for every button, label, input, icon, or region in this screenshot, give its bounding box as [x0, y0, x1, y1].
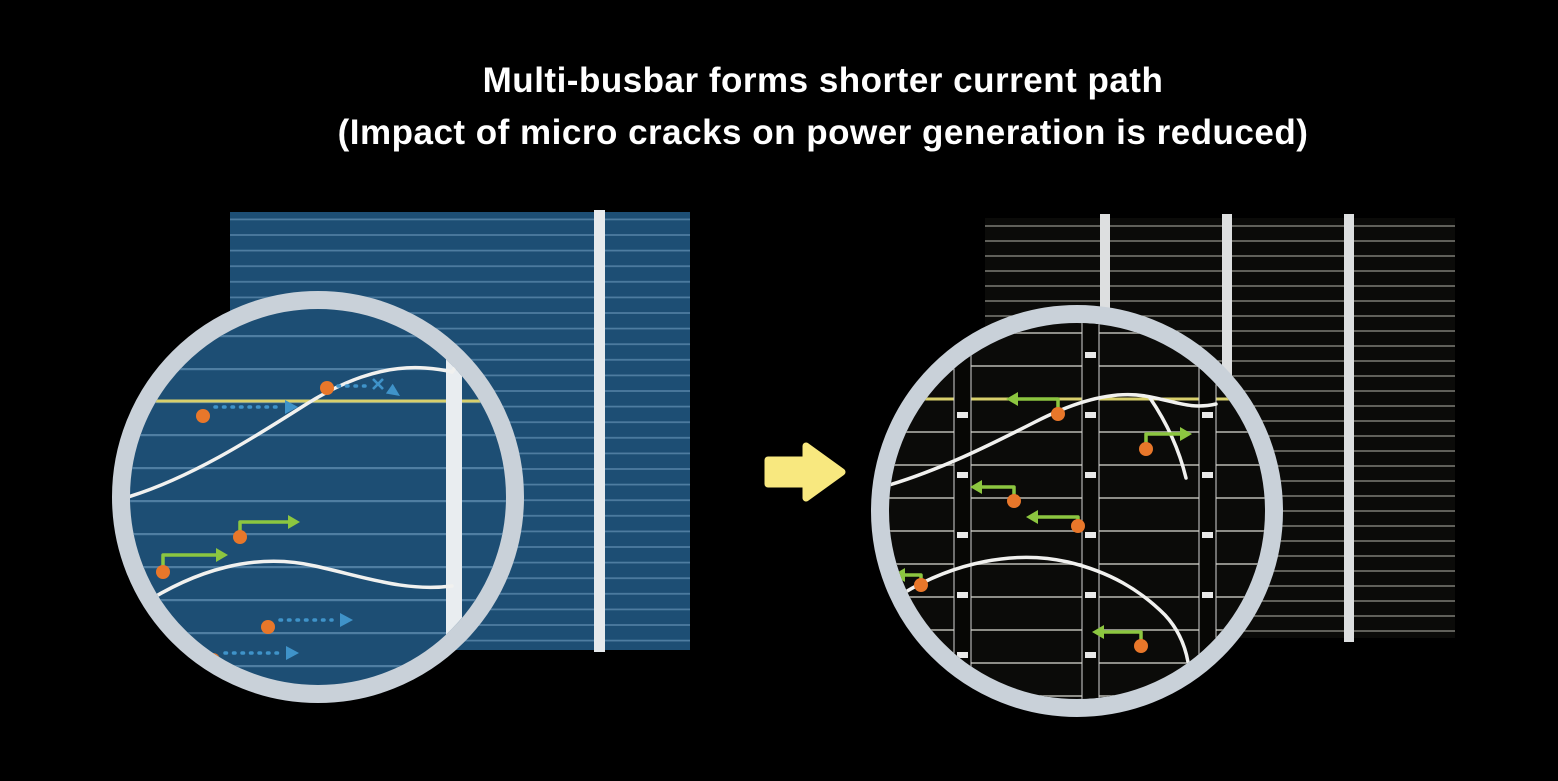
right-zoom-busbars — [953, 323, 1217, 699]
electron-dot-icon — [261, 620, 275, 634]
left-cell-busbar — [594, 210, 605, 652]
dashed-arrow-icon — [196, 400, 298, 423]
right-magnifier — [871, 305, 1283, 717]
diagram-title-line1: Multi-busbar forms shorter current path — [482, 61, 1164, 100]
electron-dot-icon — [1007, 494, 1021, 508]
electron-dot-icon — [1071, 519, 1085, 533]
elbow-arrow-icon — [970, 480, 1021, 508]
diagram-title-line2: (Impact of micro cracks on power generat… — [337, 113, 1309, 152]
elbow-arrow-icon — [1026, 510, 1085, 533]
electron-dot-icon — [1134, 639, 1148, 653]
electron-dot-icon — [320, 381, 334, 395]
electron-dot-icon — [196, 409, 210, 423]
crack-line-icon — [889, 392, 1218, 488]
elbow-arrow-icon — [156, 548, 228, 579]
electron-dot-icon — [1051, 407, 1065, 421]
elbow-arrow-icon — [1092, 625, 1148, 653]
left-zoom-busbar — [446, 309, 462, 685]
electron-dot-icon — [1139, 442, 1153, 456]
elbow-arrow-icon — [233, 515, 300, 544]
busbar-segment — [1081, 323, 1100, 699]
diagram-title: Multi-busbar forms shorter current path … — [88, 55, 1558, 159]
electron-dot-icon — [233, 530, 247, 544]
elbow-arrow-icon — [1139, 427, 1192, 456]
electron-dot-icon — [914, 578, 928, 592]
busbar-segment — [953, 323, 972, 699]
dashed-arrow-blocked-icon — [320, 378, 400, 396]
x-mark-icon — [372, 378, 384, 390]
electron-dot-icon — [156, 565, 170, 579]
crack-line-icon — [900, 555, 1190, 664]
dashed-arrow-icon — [261, 613, 353, 634]
right-cell-busbar — [1344, 214, 1354, 642]
left-magnifier — [112, 291, 524, 703]
elbow-arrow-icon — [1006, 392, 1065, 421]
crack-line-icon — [138, 559, 454, 608]
right-block-arrow-icon — [764, 442, 846, 502]
